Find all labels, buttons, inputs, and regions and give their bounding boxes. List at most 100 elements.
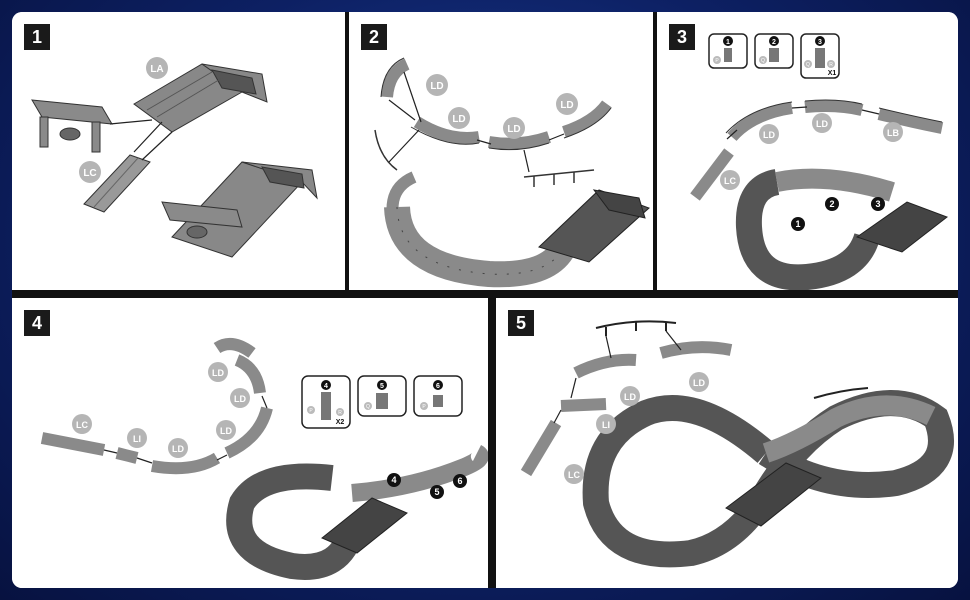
svg-text:LC: LC [83,168,96,179]
label-ld-1: LD [620,386,640,406]
label-ld-top: LD [208,362,228,382]
assembly-arrows [109,119,173,161]
pillar-box-1: 1 P [708,33,748,69]
step-1-number: 1 [24,24,50,50]
label-ld-left: LD [168,438,188,458]
step-5-panel: 5 [496,298,958,588]
divider-vertical-3 [488,298,496,588]
marker-1: 1 [791,217,805,231]
step-4-panel: 4 4 P R X2 5 Q [12,298,488,588]
svg-text:R: R [338,410,342,416]
label-ld-low: LD [216,420,236,440]
svg-text:2: 2 [772,39,776,46]
step-3-panel: 3 1 P 2 Q 3 [657,12,958,290]
pillar-box-5: 5 Q [357,375,407,417]
label-ld-1: LD [426,74,448,96]
svg-text:4: 4 [391,475,396,485]
step-4-illustration: 4 P R X2 5 Q 6 P [40,338,488,580]
marker-5: 5 [430,485,444,499]
assembled-loop-track [226,444,488,580]
label-li: LI [596,414,616,434]
label-la: LA [146,57,168,79]
svg-text:5: 5 [434,487,439,497]
divider-vertical-2 [653,12,657,294]
svg-text:LD: LD [172,444,184,454]
svg-text:Q: Q [806,62,810,68]
svg-text:5: 5 [380,383,384,390]
svg-text:LB: LB [887,128,899,138]
svg-text:6: 6 [457,476,462,486]
svg-text:1: 1 [726,39,730,46]
label-lb: LB [883,122,903,142]
svg-text:LD: LD [220,426,232,436]
pillar-box-4: 4 P R X2 [301,375,351,429]
instruction-sheet: 1 [12,12,958,588]
pillar-box-6: 6 P [413,375,463,417]
assembly-arrows [388,71,565,173]
step-4-number: 4 [24,310,50,336]
svg-text:4: 4 [324,383,328,390]
step-3-illustration: 1 P 2 Q 3 Q R X1 [690,33,949,290]
label-ld-3: LD [503,117,525,139]
svg-text:LD: LD [507,124,520,135]
label-li: LI [127,428,147,448]
svg-text:X2: X2 [336,419,345,426]
loose-track-pieces [520,341,733,477]
lc-straight-track [83,154,151,213]
label-ld-mid: LD [230,388,250,408]
assembly-arrows [553,330,682,424]
svg-text:LI: LI [602,420,610,430]
label-lc: LC [720,170,740,190]
svg-text:P: P [715,58,719,64]
label-lc: LC [79,161,101,183]
step-1-illustration: LA LC [31,57,318,258]
guardrail-piece [374,129,595,187]
svg-text:LC: LC [724,176,736,186]
step-3-number: 3 [669,24,695,50]
svg-text:X1: X1 [828,70,837,77]
svg-text:LC: LC [568,470,580,480]
svg-text:P: P [422,404,426,410]
curve-pieces [381,58,612,245]
step-5-number: 5 [508,310,534,336]
divider-horizontal [12,290,958,298]
assembly-arrows [103,395,268,464]
partial-loop-track [735,168,949,290]
svg-text:2: 2 [829,199,834,209]
svg-text:Q: Q [761,58,765,64]
track-outlines [725,99,943,134]
svg-text:3: 3 [875,199,880,209]
svg-text:LD: LD [430,81,443,92]
svg-text:P: P [309,408,313,414]
svg-text:Q: Q [366,404,370,410]
step-5-illustration: LD LD LI LC [520,320,954,568]
svg-text:LD: LD [624,392,636,402]
svg-text:LD: LD [693,378,705,388]
label-ld-2: LD [448,107,470,129]
svg-text:6: 6 [436,383,440,390]
svg-text:LA: LA [150,64,163,75]
stand-piece [31,99,113,153]
svg-text:LD: LD [763,130,775,140]
label-ld-a: LD [759,124,779,144]
divider-vertical-1 [345,12,349,294]
svg-text:LD: LD [560,100,573,111]
svg-text:R: R [829,62,833,68]
loose-track-pieces [40,338,273,475]
svg-text:1: 1 [795,219,800,229]
marker-2: 2 [825,197,839,211]
figure-eight-track [582,390,954,568]
step-2-illustration: LD LD LD LD [374,57,650,288]
svg-text:LI: LI [133,434,141,444]
label-ld-4: LD [556,93,578,115]
step-2-number: 2 [361,24,387,50]
marker-4: 4 [387,473,401,487]
step-1-panel: 1 [12,12,345,290]
svg-text:LD: LD [816,119,828,129]
step-2-panel: 2 [349,12,653,290]
svg-text:LD: LD [452,114,465,125]
la-station-track [133,63,268,133]
svg-text:3: 3 [818,39,822,46]
marker-3: 3 [871,197,885,211]
assembled-station [161,161,318,258]
